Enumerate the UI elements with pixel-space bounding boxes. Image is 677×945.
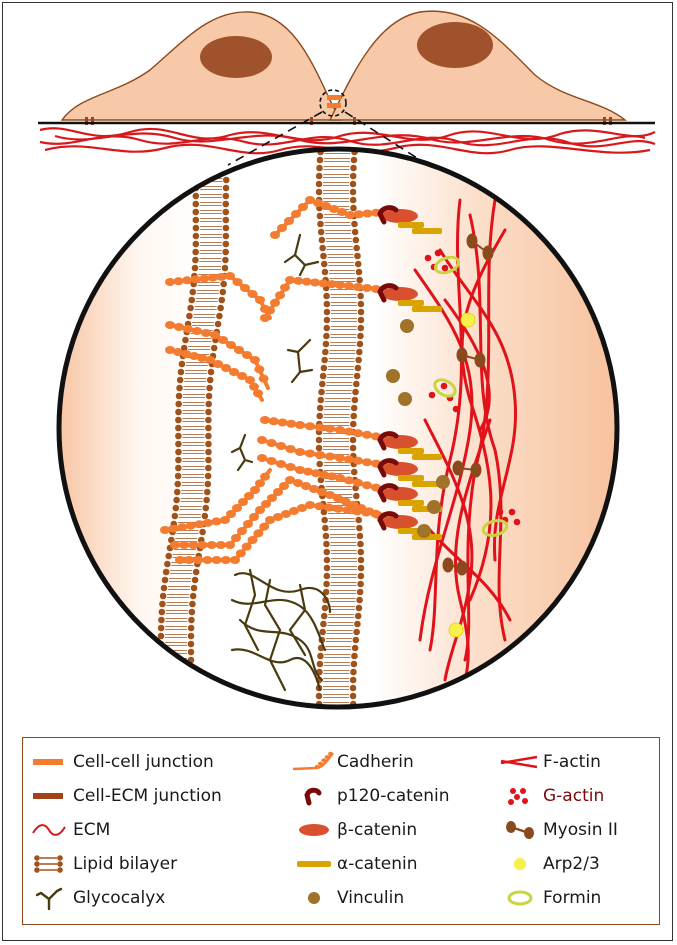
legend-label: β-catenin xyxy=(337,820,417,840)
alpha-catenin-icon xyxy=(291,851,337,877)
legend-label: p120-catenin xyxy=(337,786,450,806)
legend-item-vinculin: Vinculin xyxy=(291,882,404,914)
legend-label: Myosin II xyxy=(543,820,618,840)
g-actin-icon xyxy=(497,783,543,809)
legend-item-lipid-bilayer: Lipid bilayer xyxy=(27,848,177,880)
legend-label: Cadherin xyxy=(337,752,414,772)
cell-cell-junction-mark xyxy=(327,103,341,108)
legend-item-β-catenin: β-catenin xyxy=(291,814,417,846)
legend-item-myosin-ii: Myosin II xyxy=(497,814,618,846)
myosin-icon xyxy=(497,817,543,843)
legend-label: Glycocalyx xyxy=(73,888,165,908)
legend-label: Cell-cell junction xyxy=(73,752,214,772)
legend-label: Arp2/3 xyxy=(543,854,600,874)
legend-item-p120-catenin: p120-catenin xyxy=(291,780,450,812)
legend-item-cell-cell-junction: Cell-cell junction xyxy=(27,746,214,778)
orange-bar-icon xyxy=(27,749,73,775)
cell-cell-junction-mark xyxy=(327,95,341,100)
legend-item-cadherin: Cadherin xyxy=(291,746,414,778)
legend-item-f-actin: F-actin xyxy=(497,746,601,778)
legend-label: ECM xyxy=(73,820,110,840)
left-nucleus xyxy=(200,36,272,78)
legend-item-glycocalyx: Glycocalyx xyxy=(27,882,165,914)
f-actin-icon xyxy=(497,749,543,775)
legend-item-arp2-3: Arp2/3 xyxy=(497,848,600,880)
cadherin-icon xyxy=(291,749,337,775)
legend-label: α-catenin xyxy=(337,854,418,874)
legend-label: Cell-ECM junction xyxy=(73,786,222,806)
cell-pair xyxy=(38,11,655,165)
legend-item-cell-ecm-junction: Cell-ECM junction xyxy=(27,780,222,812)
legend-item-ecm: ECM xyxy=(27,814,110,846)
legend-label: Formin xyxy=(543,888,601,908)
legend-label: Lipid bilayer xyxy=(73,854,177,874)
ecm-wave-icon xyxy=(27,817,73,843)
right-nucleus xyxy=(417,22,493,68)
glycocalyx-icon xyxy=(27,885,73,911)
beta-catenin-icon xyxy=(291,817,337,843)
legend-label: G-actin xyxy=(543,786,604,806)
legend-item-g-actin: G-actin xyxy=(497,780,604,812)
formin-icon xyxy=(497,885,543,911)
legend-label: F-actin xyxy=(543,752,601,772)
brown-bar-icon xyxy=(27,783,73,809)
legend-item-formin: Formin xyxy=(497,882,601,914)
left-cell xyxy=(62,12,340,120)
cell-junction-diagram xyxy=(0,0,677,735)
zoom-circle xyxy=(55,145,625,715)
legend-item-α-catenin: α-catenin xyxy=(291,848,418,880)
lipid-bilayer-icon xyxy=(27,851,73,877)
vinculin-icon xyxy=(291,885,337,911)
p120-catenin-icon xyxy=(291,783,337,809)
arp23-icon xyxy=(497,851,543,877)
legend-label: Vinculin xyxy=(337,888,404,908)
